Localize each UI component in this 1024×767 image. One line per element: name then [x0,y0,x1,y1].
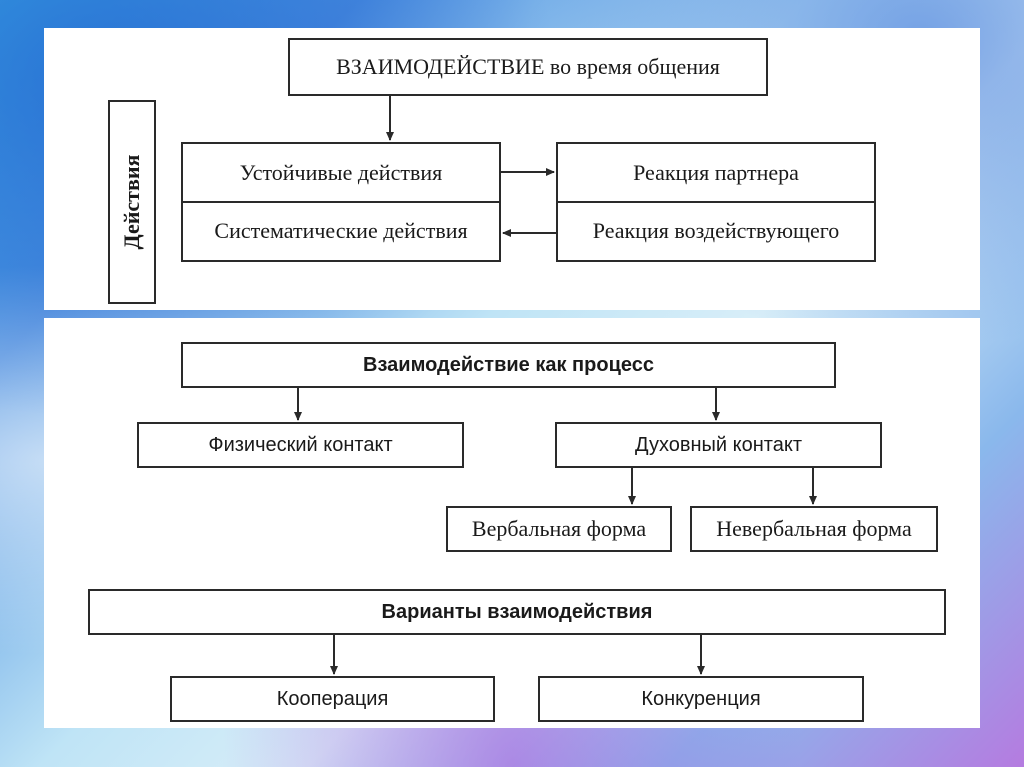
interaction-title-box: ВЗАИМОДЕЙСТВИЕ во время общения [288,38,768,96]
interaction-title-text: ВЗАИМОДЕЙСТВИЕ во время общения [336,54,720,79]
competition-text: Конкуренция [641,687,761,710]
cooperation-text: Кооперация [276,687,389,710]
cooperation-box: Кооперация [170,676,495,722]
process-title-box: Взаимодействие как процесс [181,342,836,388]
verbal-form-box: Вербальная форма [446,506,672,552]
spiritual-contact-text: Духовный контакт [635,433,802,456]
variants-title-box: Варианты взаимодействия [88,589,946,635]
variants-title-text: Варианты взаимодействия [381,600,653,623]
stable-actions-text: Устойчивые действия [239,160,443,185]
physical-contact-box: Физический контакт [137,422,464,468]
actions-side-label-text: Действия [119,154,144,250]
competition-box: Конкуренция [538,676,864,722]
process-title-text: Взаимодействие как процесс [363,353,654,376]
actions-side-label: Действия [108,100,156,304]
verbal-form-text: Вербальная форма [471,516,647,541]
partner-reaction-text: Реакция партнера [633,160,799,185]
nonverbal-form-box: Невербальная форма [690,506,938,552]
actions-divider [181,201,501,203]
spiritual-contact-box: Духовный контакт [555,422,882,468]
physical-contact-text: Физический контакт [208,433,393,456]
systematic-actions-text: Систематические действия [214,218,468,243]
influencer-reaction-text: Реакция воздействующего [592,218,840,243]
nonverbal-form-text: Невербальная форма [716,516,912,541]
reactions-divider [556,201,876,203]
